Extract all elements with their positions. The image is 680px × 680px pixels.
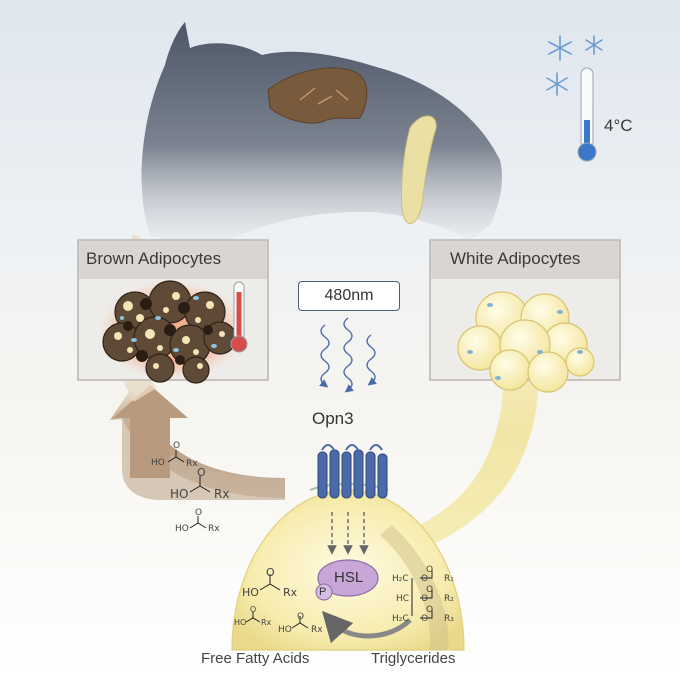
chem-oxygen: O bbox=[421, 594, 429, 604]
hsl-label: HSL bbox=[334, 569, 364, 586]
white-adipocyte-cluster bbox=[457, 291, 595, 393]
brown-fat-depot bbox=[267, 67, 368, 124]
white-adipocytes-title: White Adipocytes bbox=[450, 249, 581, 268]
chem-rx: Rx bbox=[208, 524, 220, 534]
chem-h2c: H₂C bbox=[392, 614, 409, 624]
light-wave-icon bbox=[319, 317, 377, 393]
phospho-group bbox=[315, 583, 333, 601]
chem-r2: R₂ bbox=[444, 594, 454, 604]
chem-ho: HO bbox=[234, 618, 247, 627]
chem-oxygen: O bbox=[421, 614, 429, 624]
chem-rx: Rx bbox=[214, 487, 230, 501]
chem-oxygen: O bbox=[426, 565, 434, 575]
chem-rx: Rx bbox=[283, 586, 298, 599]
chem-ho: HO bbox=[151, 458, 165, 468]
chem-ho: HO bbox=[170, 487, 189, 501]
chem-ho: HO bbox=[278, 625, 292, 635]
chem-oxygen: O bbox=[173, 441, 181, 451]
chem-oxygen: O bbox=[197, 466, 206, 479]
mouse-silhouette bbox=[141, 22, 502, 250]
thermometer-icon bbox=[230, 281, 248, 353]
snowflake-icon bbox=[546, 35, 603, 96]
chem-oxygen: O bbox=[426, 605, 434, 615]
brown-adipocytes-title: Brown Adipocytes bbox=[86, 249, 222, 268]
temperature-label: 4°C bbox=[604, 116, 633, 135]
chem-rx: Rx bbox=[186, 459, 198, 469]
chem-oxygen: O bbox=[421, 574, 429, 584]
chem-rx: Rx bbox=[311, 625, 323, 635]
arrow-icon bbox=[327, 512, 369, 555]
chem-oxygen: O bbox=[426, 585, 434, 595]
hsl-enzyme bbox=[317, 559, 379, 597]
chem-hc: HC bbox=[396, 594, 410, 604]
chem-oxygen: O bbox=[266, 566, 275, 579]
chem-h2c: H₂C bbox=[392, 574, 409, 584]
chem-oxygen: O bbox=[195, 508, 203, 518]
chem-r1: R₁ bbox=[444, 574, 454, 584]
chem-ho: HO bbox=[242, 586, 259, 599]
white-fat-depot bbox=[400, 115, 437, 224]
thermometer-icon bbox=[577, 67, 597, 162]
chem-oxygen: O bbox=[250, 605, 257, 614]
opn3-label: Opn3 bbox=[312, 409, 354, 428]
brown-adipocyte-cluster bbox=[100, 280, 244, 384]
wavelength-label: 480nm bbox=[324, 287, 374, 304]
wavelength-box: 480nm bbox=[298, 281, 400, 311]
reaction-arrow bbox=[321, 610, 412, 644]
chem-rx: Rx bbox=[261, 618, 272, 627]
free-fatty-acids-label: Free Fatty Acids bbox=[201, 650, 310, 667]
chem-ho: HO bbox=[175, 524, 189, 534]
chem-r3: R₃ bbox=[444, 614, 454, 624]
triglycerides-label: Triglycerides bbox=[371, 650, 456, 667]
phospho-label: P bbox=[319, 586, 327, 598]
chem-oxygen: O bbox=[297, 612, 305, 622]
opn3-receptor bbox=[309, 444, 389, 499]
brown-arrow bbox=[113, 385, 188, 478]
